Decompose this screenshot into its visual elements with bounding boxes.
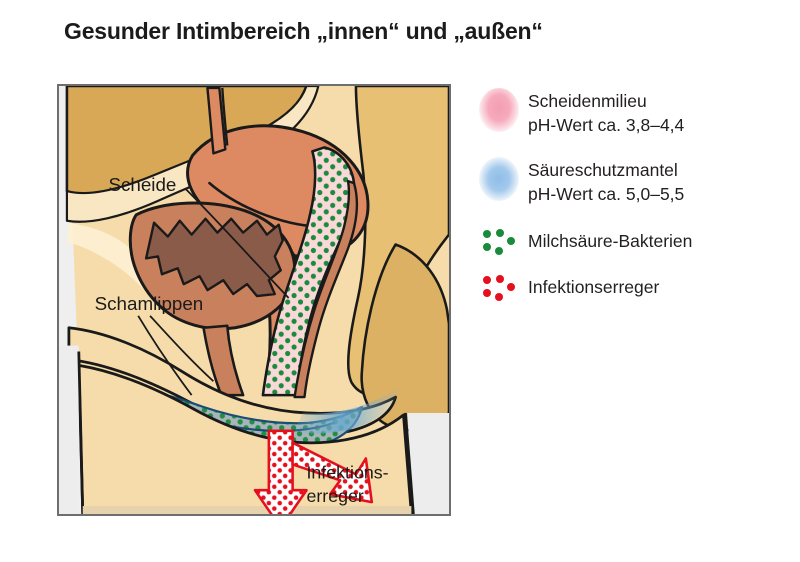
legend-text-acid-mantle: Säureschutzmantel pH-Wert ca. 5,0–5,5	[528, 157, 684, 206]
blue-gradient-blob-icon	[479, 157, 519, 201]
legend-marker-lactobacilli	[470, 228, 528, 258]
green-dot-cluster-icon	[482, 228, 516, 258]
legend-item-pathogens: Infektionserreger	[470, 274, 795, 304]
legend-line1-pathogens: Infektionserreger	[528, 277, 660, 297]
label-labia: Schamlippen	[95, 293, 204, 314]
legend-text-lactobacilli: Milchsäure-Bakterien	[528, 228, 692, 253]
label-pathogens-line2: erreger	[306, 486, 363, 506]
urethra	[202, 324, 245, 397]
pathogen-arrow-down	[253, 429, 308, 514]
legend-line2-acid-mantle: pH-Wert ca. 5,0–5,5	[528, 184, 685, 204]
legend: Scheidenmilieu pH-Wert ca. 3,8–4,4 Säure…	[470, 88, 795, 304]
page-title: Gesunder Intimbereich „innen“ und „außen…	[64, 18, 543, 44]
label-pathogens-line1: Infektions-	[306, 462, 388, 482]
legend-line1-vaginal-milieu: Scheidenmilieu	[528, 91, 647, 111]
legend-line1-lactobacilli: Milchsäure-Bakterien	[528, 231, 693, 251]
right-margin-shape	[407, 412, 449, 514]
fallopian-tube-stem	[206, 86, 227, 155]
leader-line-labia-2	[149, 315, 215, 382]
red-dot-cluster-icon	[482, 274, 516, 304]
legend-item-vaginal-milieu: Scheidenmilieu pH-Wert ca. 3,8–4,4	[470, 88, 795, 137]
legend-marker-acid-mantle	[470, 157, 528, 201]
legend-marker-pathogens	[470, 274, 528, 304]
legend-item-lactobacilli: Milchsäure-Bakterien	[470, 228, 795, 258]
label-vagina: Scheide	[108, 174, 176, 195]
anatomy-figure-svg: Scheide Schamlippen Infektions- erreger	[59, 86, 449, 514]
leader-line-labia-1	[137, 315, 193, 396]
anatomy-illustration: Scheide Schamlippen Infektions- erreger	[57, 84, 451, 516]
legend-marker-vaginal-milieu	[470, 88, 528, 132]
acid-mantle-tint	[294, 385, 400, 434]
legend-line2-vaginal-milieu: pH-Wert ca. 3,8–4,4	[528, 115, 685, 135]
abdomen-contour	[65, 86, 320, 223]
legend-item-acid-mantle: Säureschutzmantel pH-Wert ca. 5,0–5,5	[470, 157, 795, 206]
legend-line1-acid-mantle: Säureschutzmantel	[528, 160, 678, 180]
leader-line-vagina	[185, 188, 290, 299]
legend-text-vaginal-milieu: Scheidenmilieu pH-Wert ca. 3,8–4,4	[528, 88, 684, 137]
right-body-edge	[404, 412, 415, 514]
uterine-cavity-line	[208, 181, 320, 228]
pink-gradient-blob-icon	[479, 88, 519, 132]
bladder-lining	[144, 217, 284, 298]
vaginal-wall	[293, 179, 359, 399]
fallopian-tube-right	[221, 87, 229, 146]
legend-text-pathogens: Infektionserreger	[528, 274, 659, 299]
bottom-band	[82, 506, 412, 514]
left-body-edge	[77, 351, 85, 514]
left-margin-strip	[59, 345, 79, 514]
hip-highlight	[66, 222, 153, 299]
pathogen-arrow-diagonal	[291, 441, 374, 504]
